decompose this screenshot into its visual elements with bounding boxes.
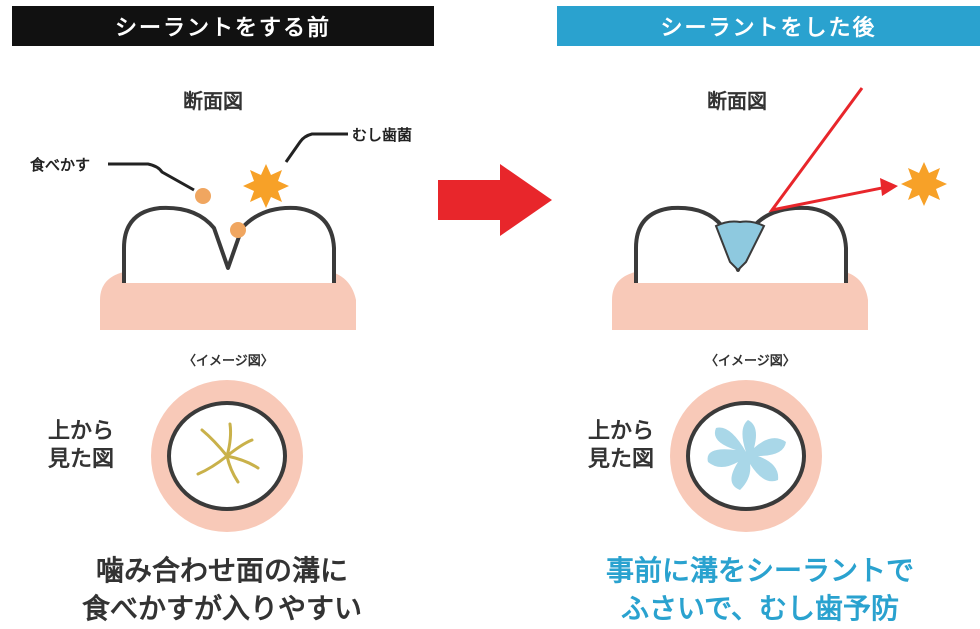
transition-arrow <box>438 164 552 236</box>
sealant-fill <box>714 220 766 272</box>
bounce-arrow-line <box>768 87 893 213</box>
gum-left <box>100 270 356 330</box>
bacteria-icon-left <box>243 164 289 208</box>
top-view-label-left: 上から 見た図 <box>48 419 115 472</box>
bacteria-label: むし歯菌 <box>352 126 413 144</box>
top-view-label-right: 上から 見た図 <box>588 419 655 472</box>
food-pointer-line <box>108 162 195 192</box>
gum-right <box>612 270 868 330</box>
bounce-arrowhead <box>880 178 898 196</box>
food-particle-1 <box>195 188 211 204</box>
header-before: シーラントをする前 <box>12 6 434 46</box>
image-note-left: 〈イメージ図〉 <box>183 354 274 369</box>
caption-after: 事前に溝をシーラントで ふさいで、むし歯予防 <box>605 554 914 625</box>
food-particle-2 <box>230 222 246 238</box>
tooth-cross-section-left <box>122 205 336 283</box>
bacteria-icon-right <box>901 162 947 206</box>
section-label-left: 断面図 <box>183 89 243 113</box>
sealant-top-view <box>707 420 786 490</box>
image-note-right: 〈イメージ図〉 <box>705 354 796 369</box>
food-debris-label: 食べかす <box>30 156 91 174</box>
header-after: シーラントをした後 <box>557 6 980 46</box>
grooves-icon <box>196 422 260 484</box>
section-label-right: 断面図 <box>707 89 767 113</box>
caption-before: 噛み合わせ面の溝に 食べかすが入りやすい <box>81 554 362 625</box>
bacteria-pointer-line <box>284 132 348 163</box>
